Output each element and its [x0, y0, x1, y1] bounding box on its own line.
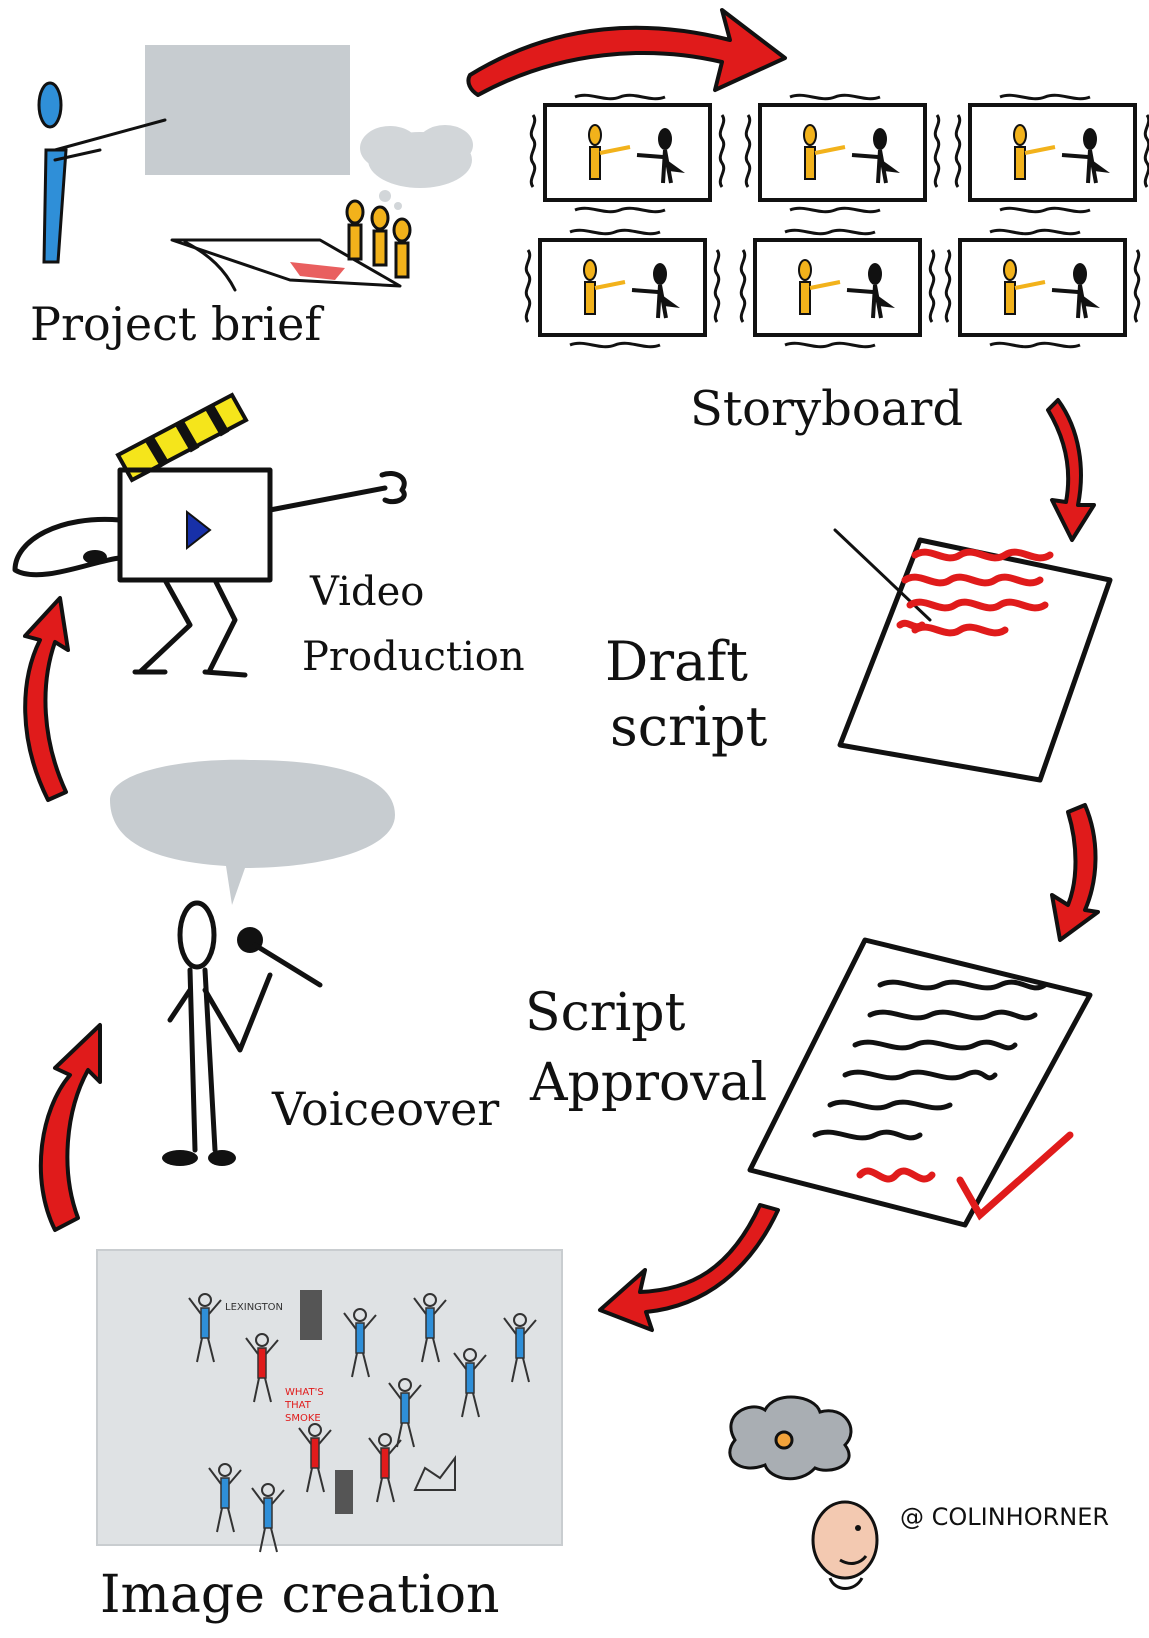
- project-brief-illustration: Project brief: [30, 45, 473, 351]
- meeting-table: [170, 238, 402, 292]
- presentation-screen: [145, 45, 350, 175]
- script-approval-label-line1: Script: [525, 983, 686, 1043]
- video-production-label-line2: Production: [302, 634, 525, 680]
- sketch-person-icon: [368, 1433, 402, 1503]
- arrow-approval-to-image: [598, 1203, 780, 1332]
- arrow-brief-to-storyboard: [466, 8, 787, 97]
- microphone-icon: [237, 927, 323, 988]
- voiceover-label: Voiceover: [271, 1082, 499, 1136]
- storyboard-label: Storyboard: [690, 381, 963, 437]
- sketch-person-icon: [188, 1293, 222, 1363]
- draft-script-label-line2: script: [610, 695, 768, 758]
- image-creation-illustration: LEXINGTON WHAT'S THAT SMOKE: [96, 1249, 563, 1553]
- storyboard-frame: [944, 228, 1141, 349]
- sketch-person-icon: [208, 1463, 242, 1533]
- sketch-buildings: [300, 1290, 456, 1514]
- draft-script-label-line1: Draft: [605, 630, 748, 693]
- storyboard-frame: [524, 228, 721, 349]
- sketch-person-icon: [251, 1483, 285, 1553]
- storyboard-frame: [954, 93, 1149, 214]
- project-brief-label: Project brief: [30, 297, 324, 351]
- idea-cloud-icon: [728, 1395, 853, 1481]
- script-approval-illustration: [747, 937, 1093, 1228]
- arrow-storyboard-to-draft: [1046, 398, 1096, 542]
- storyboard-frames: [524, 93, 1149, 349]
- sketch-sign-line3: SMOKE: [285, 1413, 321, 1424]
- sketch-person-icon: [343, 1308, 377, 1378]
- author-avatar: [811, 1500, 879, 1590]
- image-creation-canvas: [96, 1249, 563, 1546]
- thought-cloud-icon: [360, 125, 473, 210]
- sketch-place-label: LEXINGTON: [225, 1302, 283, 1313]
- image-creation-label: Image creation: [100, 1565, 500, 1625]
- sketch-person-icon: [388, 1378, 422, 1448]
- arrow-image-to-voiceover: [38, 1023, 102, 1232]
- storyboard-frame: [744, 93, 941, 214]
- author-handle: @ COLINHORNER: [900, 1503, 1109, 1531]
- voiceover-illustration: [110, 759, 395, 1166]
- sketch-person-icon: [453, 1348, 487, 1418]
- clapperboard-icon: [115, 392, 249, 483]
- arrow-voiceover-to-video: [23, 596, 70, 802]
- sketch-person-icon: [298, 1423, 332, 1493]
- sketch-person-icon: [413, 1293, 447, 1363]
- play-icon: [186, 509, 212, 551]
- script-approval-label-line2: Approval: [529, 1053, 767, 1113]
- audience-figures: [345, 199, 412, 279]
- draft-script-illustration: [833, 528, 1113, 783]
- sketch-person-icon: [503, 1313, 537, 1383]
- storyboard-frame: [529, 93, 726, 214]
- video-production-label-line1: Video: [309, 569, 424, 615]
- sketch-sign-line2: THAT: [284, 1400, 312, 1411]
- presenter-figure: [37, 81, 167, 264]
- arrow-draft-to-approval: [1050, 803, 1100, 942]
- storyboard-frame: [739, 228, 936, 349]
- speech-bubble-icon: [110, 759, 395, 905]
- video-production-illustration: [12, 392, 407, 678]
- sketch-person-icon: [245, 1333, 279, 1403]
- checkmark-icon: [956, 1131, 1074, 1221]
- author-credit: @ COLINHORNER: [728, 1395, 1109, 1590]
- sketch-sign-line1: WHAT'S: [285, 1387, 324, 1398]
- sketch-figures: [188, 1293, 537, 1553]
